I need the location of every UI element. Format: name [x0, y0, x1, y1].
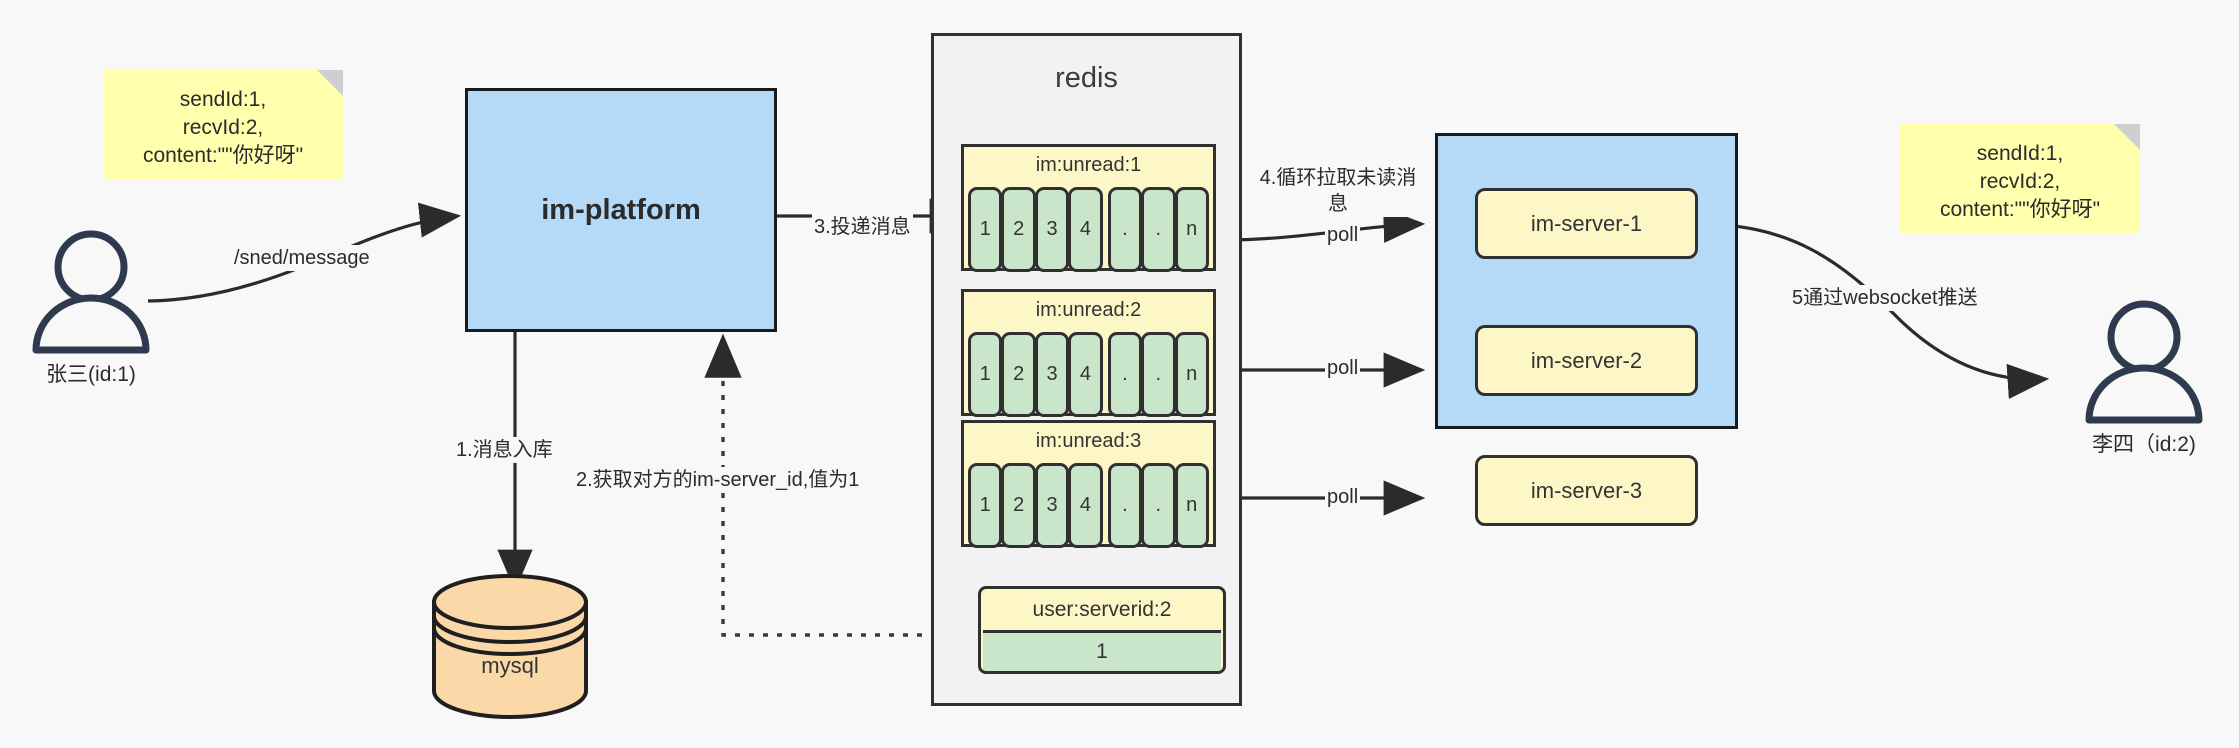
note-left-text: sendId:1, recvId:2, content:""你好呀" — [142, 88, 304, 167]
edge-label-step5-websocket-push: 5通过websocket推送 — [1790, 285, 1980, 311]
redis-cell[interactable]: n — [1174, 332, 1209, 417]
redis-key-cells: 1 2 3 4 . . n — [968, 332, 1209, 417]
redis-cell[interactable]: 3 — [1034, 187, 1070, 272]
im-server-1-node[interactable]: im-server-1 — [1475, 188, 1698, 259]
redis-key-block[interactable]: im:unread:2 1 2 3 4 . . n — [961, 289, 1216, 417]
redis-key-cells: 1 2 3 4 . . n — [968, 187, 1209, 272]
mysql-label: mysql — [481, 653, 539, 678]
edge-label-step4-poll-unread: 4.循环拉取未读消 息 — [1256, 165, 1420, 217]
redis-cell[interactable]: 2 — [1001, 463, 1036, 548]
redis-serverid-key: user:serverid:2 — [1032, 598, 1172, 621]
im-server-2-node[interactable]: im-server-2 — [1475, 325, 1698, 396]
edge-label-send-message: /sned/message — [232, 245, 372, 271]
redis-key-block[interactable]: im:unread:3 1 2 3 4 . . n — [961, 420, 1216, 548]
edge-label-step1-persist: 1.消息入库 — [454, 437, 555, 463]
edge-label-step3-deliver: 3.投递消息 — [812, 214, 913, 240]
redis-cell[interactable]: n — [1174, 187, 1209, 272]
sender-actor-icon — [32, 230, 150, 354]
redis-key-block[interactable]: im:unread:1 1 2 3 4 . . n — [961, 144, 1216, 272]
note-right-text: sendId:1, recvId:2, content:""你好呀" — [1939, 142, 2101, 221]
redis-cell[interactable]: 4 — [1068, 463, 1103, 548]
edge-label-poll-2: poll — [1325, 355, 1361, 381]
redis-key-name: im:unread:2 — [1035, 299, 1142, 321]
redis-cell[interactable]: 4 — [1068, 332, 1103, 417]
note-fold-corner-icon — [2114, 124, 2140, 150]
im-platform-node[interactable]: im-platform — [465, 88, 777, 332]
note-fold-corner-icon — [317, 70, 343, 96]
redis-cell[interactable]: 2 — [1001, 332, 1036, 417]
redis-title: redis — [1055, 62, 1118, 94]
receiver-actor-icon — [2085, 300, 2203, 424]
mysql-database-icon — [432, 574, 588, 719]
redis-serverid-value: 1 — [983, 630, 1221, 671]
receiver-actor-label: 李四（id:2) — [2092, 433, 2196, 456]
redis-cell[interactable]: 1 — [968, 187, 1003, 272]
note-right-message-payload: sendId:1, recvId:2, content:""你好呀" — [1900, 124, 2140, 234]
edge-label-poll-3: poll — [1325, 484, 1361, 510]
redis-cell[interactable]: 3 — [1034, 463, 1070, 548]
im-server-2-label: im-server-2 — [1530, 347, 1643, 373]
note-left-message-payload: sendId:1, recvId:2, content:""你好呀" — [103, 70, 343, 180]
redis-key-name: im:unread:1 — [1035, 154, 1142, 176]
redis-cell[interactable]: 3 — [1034, 332, 1070, 417]
im-platform-label: im-platform — [541, 193, 701, 226]
sender-actor-label: 张三(id:1) — [46, 363, 136, 386]
redis-key-cells: 1 2 3 4 . . n — [968, 463, 1209, 548]
edge-label-step2-get-serverid: 2.获取对方的im-server_id,值为1 — [574, 467, 862, 493]
im-server-3-label: im-server-3 — [1530, 477, 1643, 503]
redis-cell[interactable]: 4 — [1068, 187, 1103, 272]
im-server-3-node[interactable]: im-server-3 — [1475, 455, 1698, 526]
redis-cell[interactable]: . — [1107, 187, 1143, 272]
im-server-1-label: im-server-1 — [1530, 210, 1643, 236]
edge-label-poll-1: poll — [1325, 222, 1361, 248]
redis-serverid-block[interactable]: user:serverid:2 1 — [978, 586, 1226, 674]
redis-cell[interactable]: 1 — [968, 332, 1003, 417]
redis-cell[interactable]: . — [1107, 332, 1143, 417]
redis-cell[interactable]: . — [1141, 332, 1176, 417]
redis-cell[interactable]: 2 — [1001, 187, 1036, 272]
redis-key-name: im:unread:3 — [1035, 430, 1142, 452]
redis-cell[interactable]: . — [1141, 187, 1176, 272]
redis-cell[interactable]: 1 — [968, 463, 1003, 548]
redis-cell[interactable]: n — [1174, 463, 1209, 548]
redis-cell[interactable]: . — [1141, 463, 1176, 548]
redis-cell[interactable]: . — [1107, 463, 1143, 548]
